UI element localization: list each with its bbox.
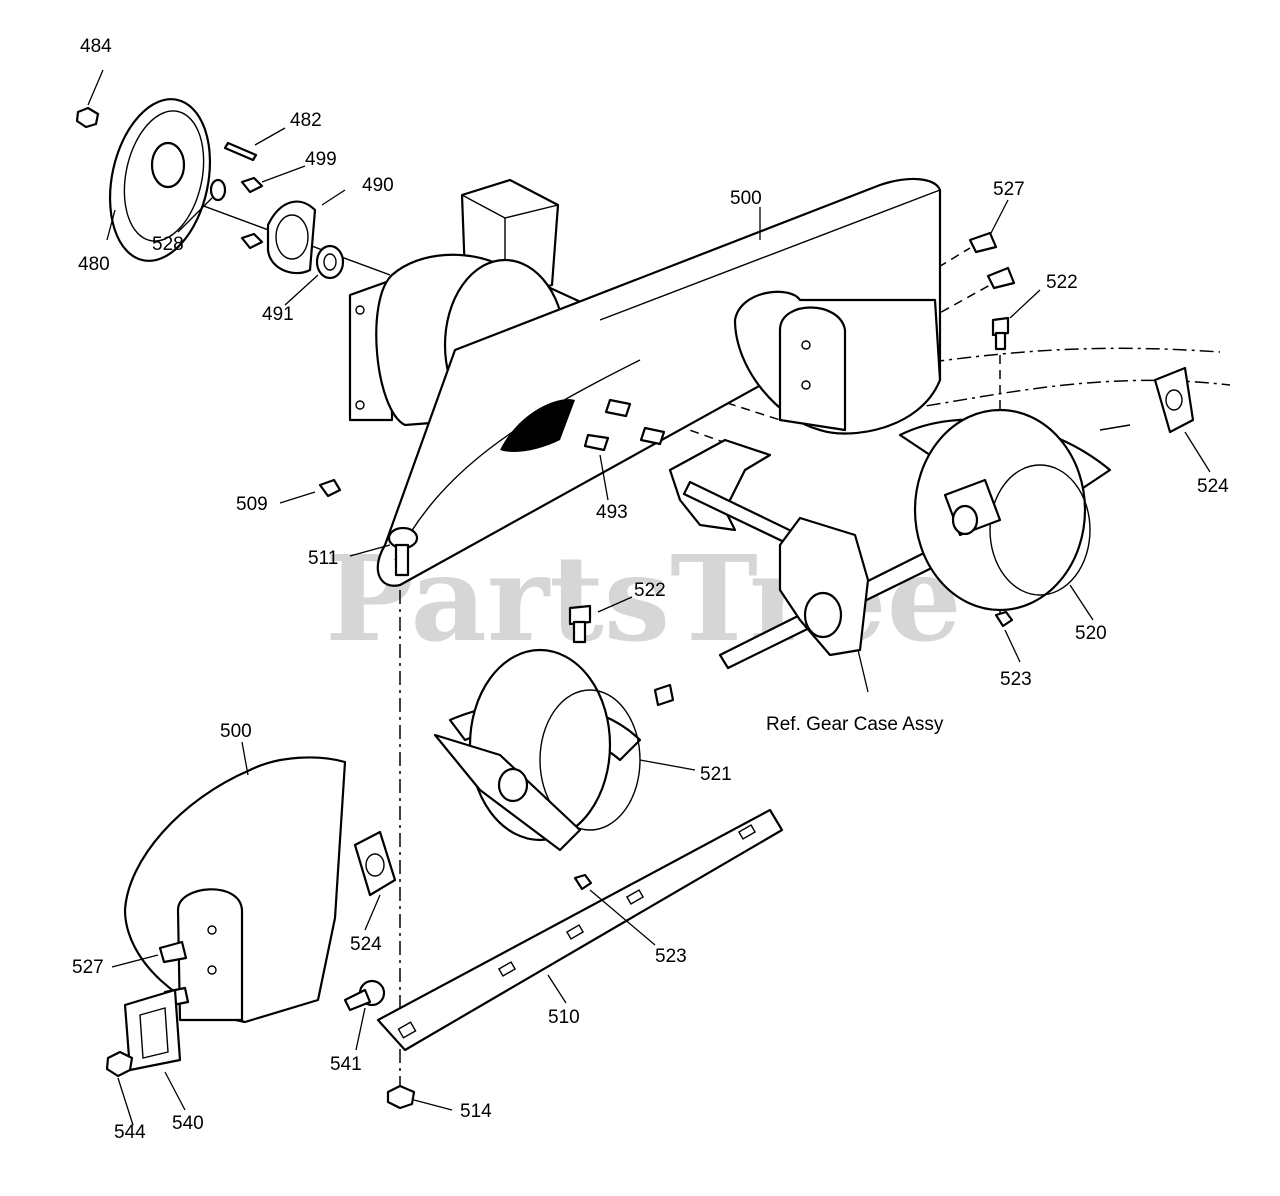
- nut-523-right: [994, 610, 1014, 628]
- auger-housing-bottom: [123, 756, 347, 1024]
- bolts-499: [240, 176, 264, 250]
- callout-514: 514: [460, 1101, 492, 1122]
- callout-524-left: 524: [350, 934, 382, 955]
- callout-490: 490: [362, 175, 394, 196]
- callout-527-top: 527: [993, 179, 1025, 200]
- callout-500-bottom: 500: [220, 721, 252, 742]
- callout-521: 521: [700, 764, 732, 785]
- nut-514: [386, 1084, 416, 1110]
- carriage-bolt-511: [387, 526, 419, 577]
- callout-528: 528: [152, 234, 184, 255]
- callout-544: 544: [114, 1122, 146, 1143]
- nut-523-mid: [573, 873, 593, 891]
- key-482: [223, 141, 258, 162]
- bolts-493: [583, 398, 666, 452]
- callout-541: 541: [330, 1054, 362, 1075]
- callout-499: 499: [305, 149, 337, 170]
- auger-housing-top: [348, 177, 942, 587]
- callout-523-bottom: 523: [655, 946, 687, 967]
- callout-522-mid: 522: [634, 580, 666, 601]
- nut-544: [105, 1050, 134, 1078]
- callout-520: 520: [1075, 623, 1107, 644]
- skid-540: [123, 988, 182, 1072]
- callout-511: 511: [308, 548, 338, 569]
- callout-484: 484: [80, 36, 112, 57]
- leader-lines: [87, 69, 1211, 1126]
- bolts-527-top: [968, 231, 1016, 290]
- carriage-bolt-541: [343, 979, 386, 1012]
- callout-491: 491: [262, 304, 294, 325]
- callout-540: 540: [172, 1113, 204, 1134]
- gear-case: [778, 516, 870, 657]
- bolt-522-mid: [568, 604, 592, 644]
- callout-493: 493: [596, 502, 628, 523]
- auger-520: [898, 408, 1131, 612]
- callout-523-top: 523: [1000, 669, 1032, 690]
- callout-500-top: 500: [730, 188, 762, 209]
- bearing-491: [315, 244, 345, 280]
- bearing-plate-524-left: [353, 830, 397, 897]
- bolt-522-right: [991, 316, 1010, 351]
- callout-509: 509: [236, 494, 268, 515]
- callout-522-top: 522: [1046, 272, 1078, 293]
- callout-524-right: 524: [1197, 476, 1229, 497]
- gear-case-label: Ref. Gear Case Assy: [766, 714, 944, 735]
- auger-521: [433, 648, 675, 852]
- callout-480: 480: [78, 254, 110, 275]
- callout-527-bottom: 527: [72, 957, 104, 978]
- shave-plate-510: [376, 808, 784, 1052]
- callout-labels: 484 482 499 490 500 527 522 480 528 491 …: [72, 36, 1229, 1143]
- screw-509: [318, 478, 342, 498]
- nut-484: [75, 106, 100, 129]
- bearing-flange-490: [266, 200, 317, 275]
- callout-510: 510: [548, 1007, 580, 1028]
- pulley-480: [108, 98, 212, 262]
- washer-528: [209, 178, 227, 202]
- callout-482: 482: [290, 110, 322, 131]
- bearing-plate-524-right: [1153, 366, 1195, 434]
